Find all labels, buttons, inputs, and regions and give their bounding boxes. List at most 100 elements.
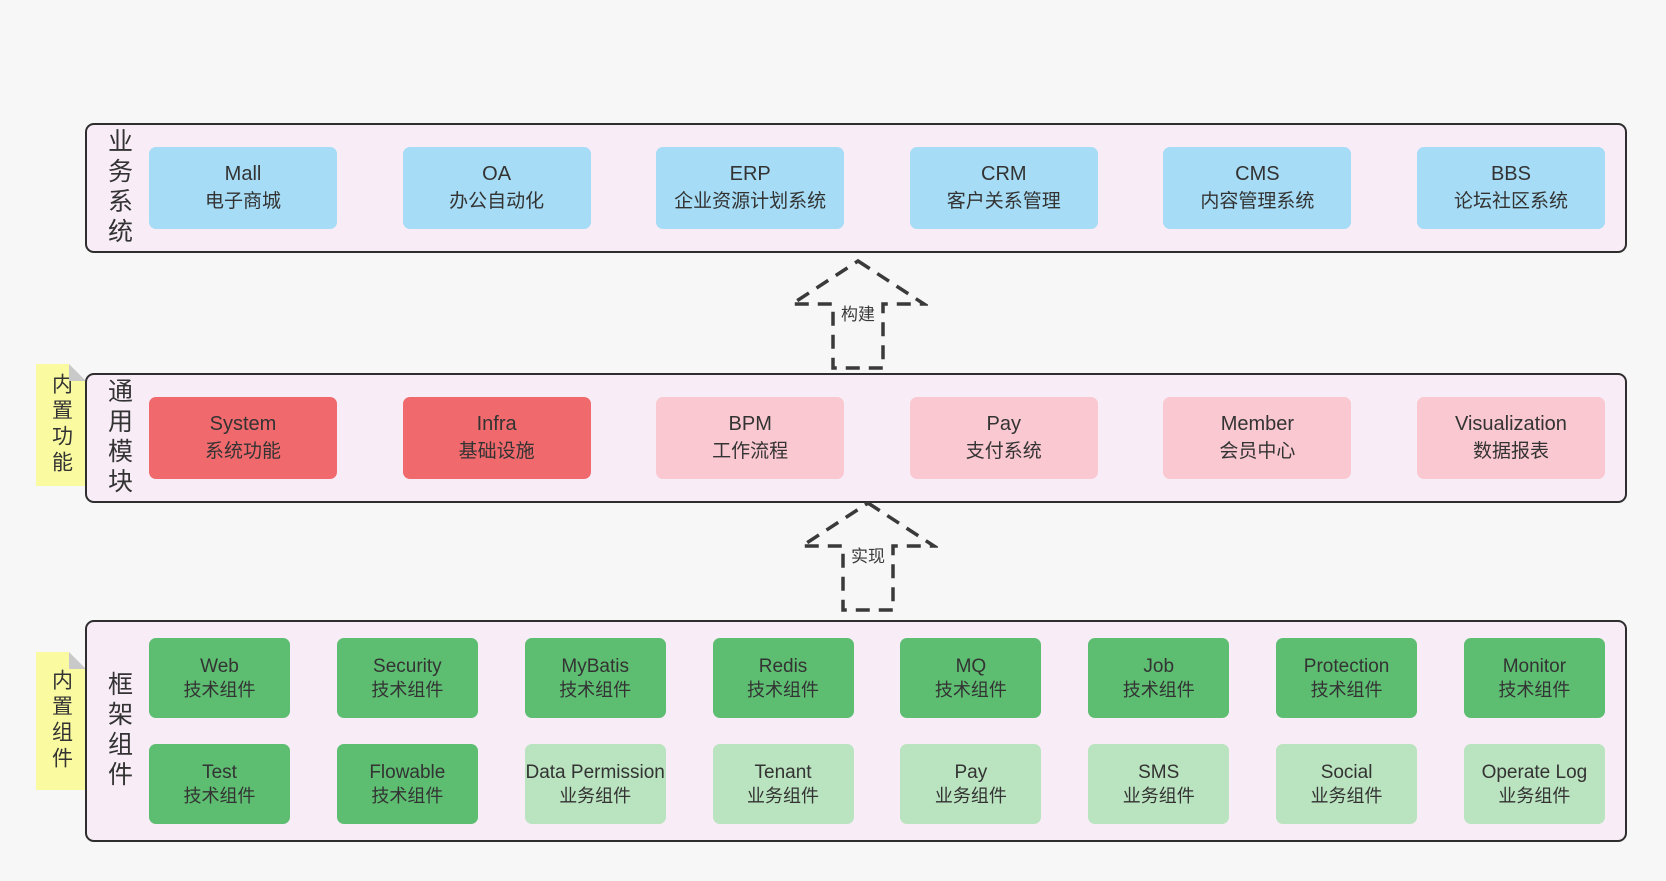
box-desc: 技术组件 [183,679,256,700]
box-desc: 业务组件 [934,785,1007,806]
box-name: CMS [1235,163,1280,186]
box-name: Web [200,655,239,677]
box-desc: 办公自动化 [449,190,545,212]
box-desc: 技术组件 [1122,679,1195,700]
box-name: MQ [955,655,987,677]
module-box-visualization: Visualization 数据报表 [1416,397,1605,479]
band-label-column: 框架组件 [87,622,149,840]
box-desc: 技术组件 [183,785,256,806]
box-name: MyBatis [561,655,629,677]
box-desc: 内容管理系统 [1200,190,1315,212]
box-desc: 客户关系管理 [946,190,1061,212]
box-desc: 基础设施 [458,440,535,462]
box-desc: 业务组件 [1310,785,1383,806]
band-label-column: 业务系统 [87,125,149,251]
box-desc: 系统功能 [204,440,281,462]
band-label-business: 业务系统 [104,128,133,248]
box-name: Security [373,655,442,677]
box-desc: 业务组件 [559,785,632,806]
box-desc: 技术组件 [934,679,1007,700]
component-box-redis: Redis 技术组件 [712,638,854,718]
component-box-mq: MQ 技术组件 [900,638,1042,718]
band-label-components: 框架组件 [104,671,133,791]
box-desc: 技术组件 [371,785,444,806]
box-name: Pay [986,413,1022,436]
box-name: Member [1220,413,1295,436]
component-box-flowable: Flowable 技术组件 [336,744,478,824]
component-box-mybatis: MyBatis 技术组件 [524,638,666,718]
component-box-monitor: Monitor 技术组件 [1463,638,1605,718]
box-desc: 技术组件 [1498,679,1571,700]
box-name: SMS [1138,761,1180,783]
box-name: System [209,413,277,436]
box-name: Monitor [1502,655,1567,677]
system-box-oa: OA 办公自动化 [402,147,591,229]
component-box-data-permission: Data Permission 业务组件 [524,744,666,824]
module-box-bpm: BPM 工作流程 [656,397,845,479]
module-box-member: Member 会员中心 [1163,397,1352,479]
box-name: Tenant [754,761,812,783]
box-desc: 业务组件 [1498,785,1571,806]
box-desc: 工作流程 [712,440,789,462]
box-name: OA [482,163,512,186]
business-boxes-row: Mall 电子商城 OA 办公自动化 ERP 企业资源计划系统 CRM 客户关系… [149,125,1625,251]
implement-arrow-label: 实现 [848,540,888,569]
component-box-sms: SMS 业务组件 [1088,744,1230,824]
up-block-arrow-icon [788,258,928,370]
box-desc: 支付系统 [965,440,1042,462]
system-box-cms: CMS 内容管理系统 [1163,147,1352,229]
box-name: BPM [728,413,772,436]
module-boxes-row: System 系统功能 Infra 基础设施 BPM 工作流程 Pay 支付系统… [149,375,1625,501]
box-desc: 技术组件 [371,679,444,700]
box-name: Test [202,761,237,783]
component-box-pay: Pay 业务组件 [900,744,1042,824]
system-box-crm: CRM 客户关系管理 [909,147,1098,229]
module-box-system: System 系统功能 [149,397,337,479]
box-desc: 论坛社区系统 [1453,190,1568,212]
build-arrow: 构建 [788,258,928,370]
box-name: BBS [1490,163,1531,186]
component-box-protection: Protection 技术组件 [1276,638,1418,718]
box-name: Social [1320,761,1373,783]
component-rows: Web 技术组件 Security 技术组件 MyBatis 技术组件 Redi… [149,622,1625,840]
box-desc: 数据报表 [1472,440,1549,462]
builtin-components-sticky-note: 内置组件 [36,652,86,790]
box-name: Redis [758,655,808,677]
component-box-social: Social 业务组件 [1276,744,1418,824]
box-desc: 业务组件 [747,785,820,806]
component-row-2: Test 技术组件 Flowable 技术组件 Data Permission … [149,744,1605,824]
box-desc: 技术组件 [747,679,820,700]
box-desc: 技术组件 [559,679,632,700]
module-box-pay: Pay 支付系统 [909,397,1098,479]
box-name: ERP [729,163,771,186]
box-name: Operate Log [1481,761,1588,783]
box-desc: 电子商城 [204,190,281,212]
system-box-erp: ERP 企业资源计划系统 [656,147,845,229]
component-box-test: Test 技术组件 [149,744,290,824]
box-desc: 企业资源计划系统 [674,190,827,212]
box-desc: 会员中心 [1219,440,1296,462]
build-arrow-label: 构建 [838,298,878,327]
band-label-modules: 通用模块 [104,378,133,498]
box-name: Job [1143,655,1175,677]
system-box-mall: Mall 电子商城 [149,147,337,229]
framework-components-band: 框架组件 Web 技术组件 Security 技术组件 MyBatis 技术组件… [85,620,1627,842]
box-name: Flowable [369,761,446,783]
system-box-bbs: BBS 论坛社区系统 [1416,147,1605,229]
component-row-1: Web 技术组件 Security 技术组件 MyBatis 技术组件 Redi… [149,638,1605,718]
box-name: Data Permission [525,761,665,783]
box-name: CRM [981,163,1027,186]
component-box-job: Job 技术组件 [1088,638,1230,718]
component-box-operate-log: Operate Log 业务组件 [1463,744,1605,824]
box-name: Pay [954,761,988,783]
business-systems-band: 业务系统 Mall 电子商城 OA 办公自动化 ERP 企业资源计划系统 CRM… [85,123,1627,253]
box-name: Visualization [1455,413,1567,436]
builtin-features-sticky-note: 内置功能 [36,364,86,486]
module-box-infra: Infra 基础设施 [402,397,591,479]
box-name: Mall [224,163,262,186]
component-box-web: Web 技术组件 [149,638,290,718]
up-block-arrow-icon [798,500,938,612]
box-desc: 技术组件 [1310,679,1383,700]
common-modules-band: 通用模块 System 系统功能 Infra 基础设施 BPM 工作流程 Pay… [85,373,1627,503]
implement-arrow: 实现 [798,500,938,612]
